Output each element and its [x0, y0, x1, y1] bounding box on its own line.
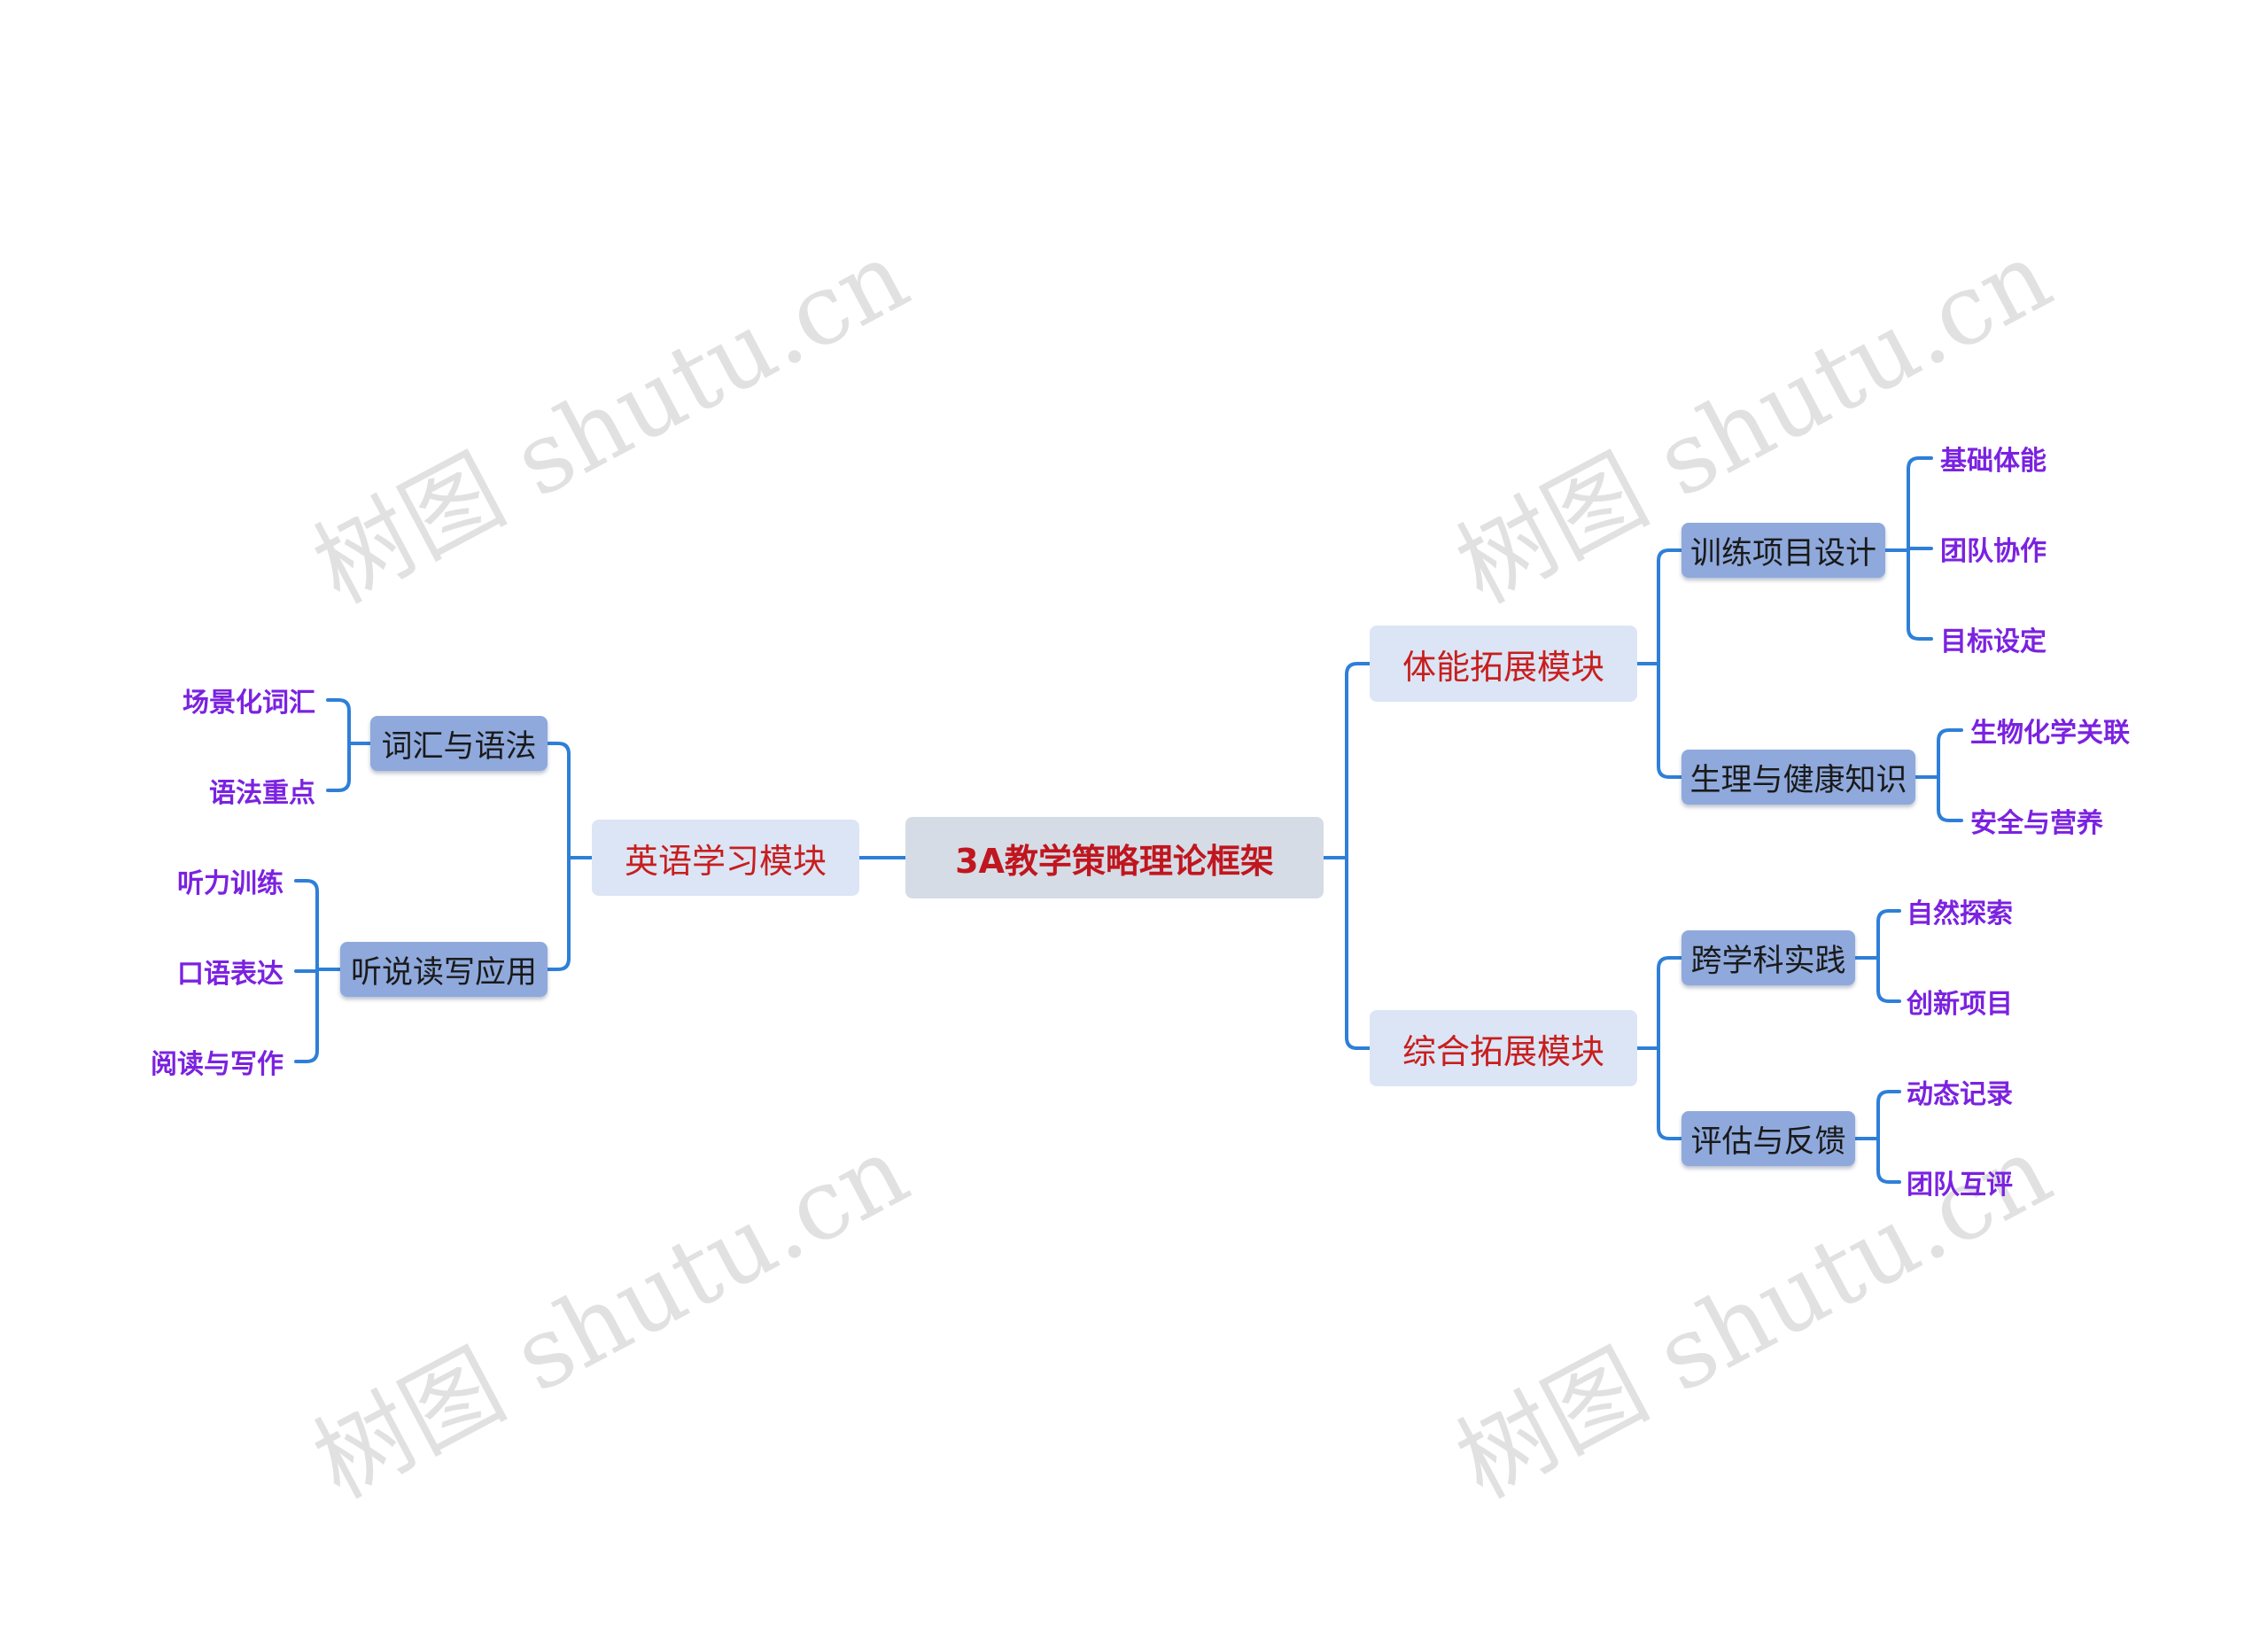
- leaf-scene-vocab[interactable]: 场景化词汇: [183, 688, 315, 719]
- leaf-innovation-project[interactable]: 创新项目: [1907, 989, 2013, 1020]
- link-vocab-branch-0: [326, 698, 351, 745]
- leaf-peer-review[interactable]: 团队互评: [1907, 1170, 2013, 1201]
- link-physical-branch-1: [1657, 662, 1683, 779]
- leaf-nature-explore[interactable]: 自然探索: [1907, 898, 2013, 929]
- link-physical-branch-0: [1657, 548, 1683, 665]
- link-listen-branch-2: [294, 968, 319, 1063]
- link-comprehensive-branch-0: [1657, 956, 1683, 1050]
- module-physical[interactable]: 体能拓展模块: [1370, 626, 1637, 702]
- topic-interdisciplinary[interactable]: 跨学科实践: [1682, 930, 1855, 985]
- leaf-listening[interactable]: 听力训练: [177, 868, 284, 899]
- link-root-right-branch-1: [1345, 856, 1371, 1050]
- leaf-teamwork[interactable]: 团队协作: [1940, 536, 2047, 567]
- link-vocab-branch-1: [326, 742, 351, 792]
- link-interdisciplinary-branch-0: [1876, 909, 1901, 960]
- link-evaluation-branch-1: [1876, 1137, 1901, 1184]
- root-node[interactable]: 3A教学策略理论框架: [905, 817, 1324, 898]
- link-training-branch-0: [1907, 456, 1933, 552]
- leaf-dynamic-record[interactable]: 动态记录: [1907, 1079, 2013, 1110]
- topic-training-design[interactable]: 训练项目设计: [1682, 523, 1885, 578]
- link-training-branch-2: [1907, 548, 1933, 641]
- leaf-safety-nutrition[interactable]: 安全与营养: [1970, 808, 2103, 839]
- topic-listen-speak-read-write[interactable]: 听说读写应用: [340, 942, 548, 997]
- link-listen-branch-0: [294, 879, 319, 971]
- leaf-reading-writing[interactable]: 阅读与写作: [151, 1049, 284, 1080]
- link-english-branch-1: [546, 856, 571, 971]
- topic-evaluation-feedback[interactable]: 评估与反馈: [1682, 1111, 1855, 1166]
- leaf-grammar-focus[interactable]: 语法重点: [209, 778, 315, 809]
- link-comprehensive-branch-1: [1657, 1046, 1683, 1140]
- link-root-right-branch-0: [1345, 662, 1371, 859]
- link-english-branch-0: [546, 742, 571, 859]
- module-english[interactable]: 英语学习模块: [592, 820, 859, 896]
- leaf-biochem-link[interactable]: 生物化学关联: [1970, 718, 2130, 749]
- leaf-goal-setting[interactable]: 目标设定: [1940, 626, 2047, 657]
- module-comprehensive[interactable]: 综合拓展模块: [1370, 1010, 1637, 1086]
- topic-vocab-grammar[interactable]: 词汇与语法: [370, 716, 548, 771]
- link-physiology-branch-1: [1937, 775, 1963, 822]
- topic-physiology-health[interactable]: 生理与健康知识: [1682, 750, 1915, 805]
- leaf-speaking[interactable]: 口语表达: [177, 959, 284, 990]
- link-interdisciplinary-branch-1: [1876, 956, 1901, 1003]
- link-evaluation-branch-0: [1876, 1090, 1901, 1140]
- link-physiology-branch-0: [1937, 728, 1963, 779]
- leaf-basic-fitness[interactable]: 基础体能: [1940, 446, 2047, 477]
